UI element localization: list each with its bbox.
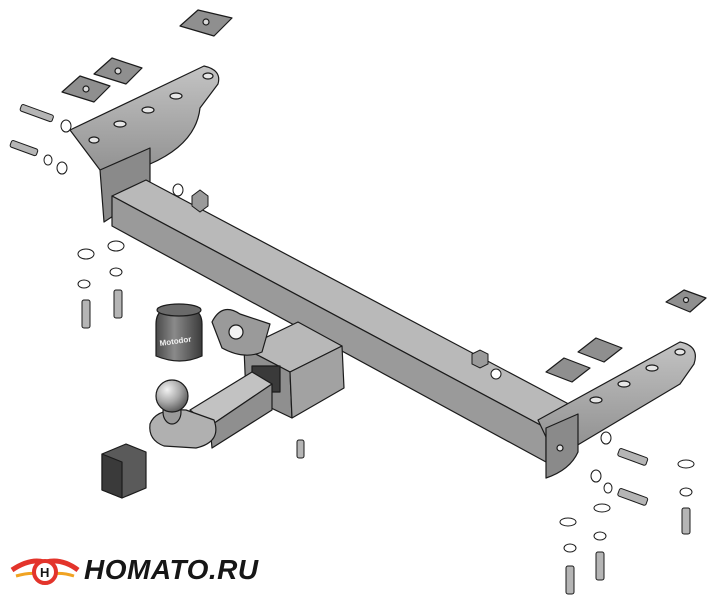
plate-hole xyxy=(114,67,122,75)
socket-plate-hole xyxy=(228,324,244,340)
bracket-slot xyxy=(645,364,659,372)
tow-ball-wing-emblem: Н xyxy=(10,558,80,585)
mounting-plate-right-b xyxy=(577,337,623,363)
washer xyxy=(172,183,184,197)
washer xyxy=(563,543,577,553)
bracket-slot xyxy=(113,120,127,128)
washer xyxy=(60,119,72,133)
logo-text: HOMATO.RU xyxy=(84,554,259,585)
plate-hole xyxy=(202,18,210,26)
bolt-small xyxy=(296,439,305,459)
washer xyxy=(603,482,613,494)
svg-text:Н: Н xyxy=(40,565,49,580)
nut xyxy=(191,189,209,213)
bracket-slot xyxy=(88,136,100,144)
bolt-left-b xyxy=(9,140,39,157)
bracket-slot xyxy=(589,396,603,404)
washer xyxy=(77,248,95,260)
bracket-hole xyxy=(556,444,564,452)
washer xyxy=(593,503,611,513)
receiver-housing-side xyxy=(289,345,345,419)
bolt-vertical xyxy=(113,289,123,319)
washer xyxy=(600,431,612,445)
washer xyxy=(593,531,607,541)
washer xyxy=(77,279,91,289)
plate-hole xyxy=(82,85,90,93)
bracket-slot xyxy=(202,72,214,80)
homato-logo: Н HOMATO.RU xyxy=(10,548,258,592)
washer xyxy=(679,487,693,497)
cap-top xyxy=(156,303,202,317)
washer xyxy=(56,161,68,175)
bracket-slot xyxy=(674,348,686,356)
bolt-right-b xyxy=(617,488,649,506)
washer xyxy=(490,368,502,380)
bolt-vertical xyxy=(565,565,575,595)
washer xyxy=(559,517,577,527)
washer xyxy=(590,469,602,483)
washer xyxy=(109,267,123,277)
bolt-vertical xyxy=(595,551,605,581)
washer xyxy=(43,154,53,166)
washer xyxy=(107,240,125,252)
nut xyxy=(471,349,489,369)
bolt-left-a xyxy=(19,104,54,123)
bolt-vertical xyxy=(681,507,691,535)
bolt-vertical xyxy=(81,299,91,329)
plate-hole xyxy=(682,296,690,304)
bracket-slot xyxy=(141,106,155,114)
bracket-slot xyxy=(169,92,183,100)
bolt-right-a xyxy=(617,448,649,466)
receiver-end-cap-face xyxy=(101,453,123,499)
tow-ball xyxy=(155,379,189,413)
washer xyxy=(677,459,695,469)
mounting-plate-right-a xyxy=(545,357,591,383)
cap-brand-label: Motodor xyxy=(159,335,192,348)
bracket-slot xyxy=(617,380,631,388)
